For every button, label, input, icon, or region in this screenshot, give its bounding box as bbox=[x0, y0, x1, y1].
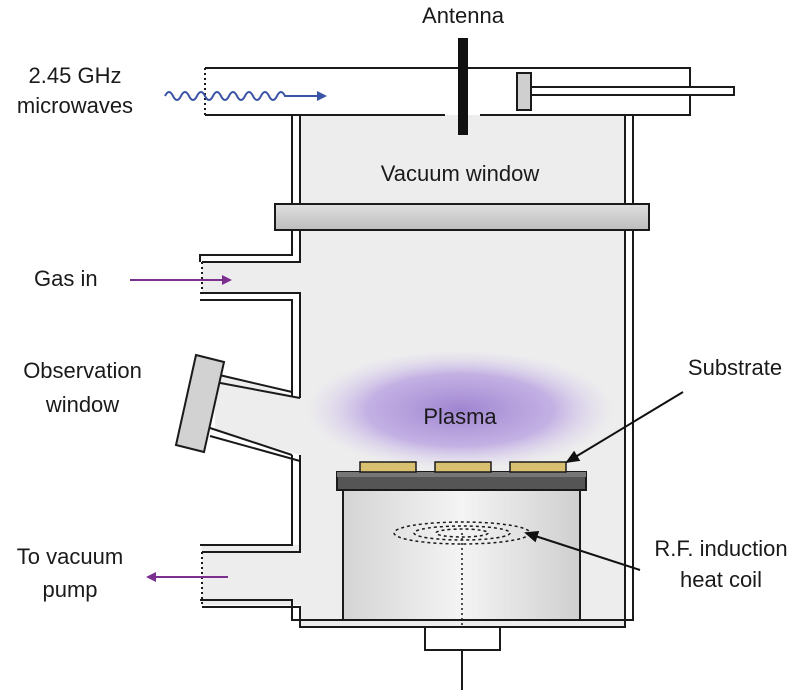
substrate-pad bbox=[509, 461, 567, 473]
substrate-leader bbox=[565, 391, 684, 464]
heat-coil-leader bbox=[524, 530, 641, 571]
chamber-walls bbox=[199, 115, 634, 628]
observation-window bbox=[174, 353, 301, 462]
microwaves-label-line1: 2.45 GHz bbox=[28, 63, 122, 88]
heat-coil-label-line1: R.F. induction bbox=[654, 536, 788, 561]
plasma-label: Plasma bbox=[423, 404, 497, 429]
substrate-pad bbox=[359, 461, 417, 473]
substrate-pad bbox=[434, 461, 492, 473]
vacuum-pump-label-line2: pump bbox=[42, 577, 98, 602]
vacuum-pump-label-line1: To vacuum bbox=[16, 544, 124, 569]
gas-in-label: Gas in bbox=[34, 266, 98, 291]
plasma-glow bbox=[305, 350, 615, 470]
microwave-wave bbox=[164, 91, 327, 101]
substrate-holder bbox=[336, 471, 587, 621]
observation-label-line2: window bbox=[45, 392, 120, 417]
antenna-label: Antenna bbox=[422, 3, 504, 28]
antenna-rod bbox=[458, 38, 468, 135]
waveguide bbox=[204, 67, 735, 116]
bottom-feedthrough bbox=[424, 626, 501, 651]
heat-coil-label-line2: heat coil bbox=[680, 567, 762, 592]
microwaves-label-line2: microwaves bbox=[16, 93, 134, 118]
vacuum-window-label: Vacuum window bbox=[380, 161, 540, 186]
vacuum-window-flange bbox=[274, 203, 650, 231]
substrate-label: Substrate bbox=[687, 355, 783, 380]
observation-label-line1: Observation bbox=[23, 358, 142, 383]
